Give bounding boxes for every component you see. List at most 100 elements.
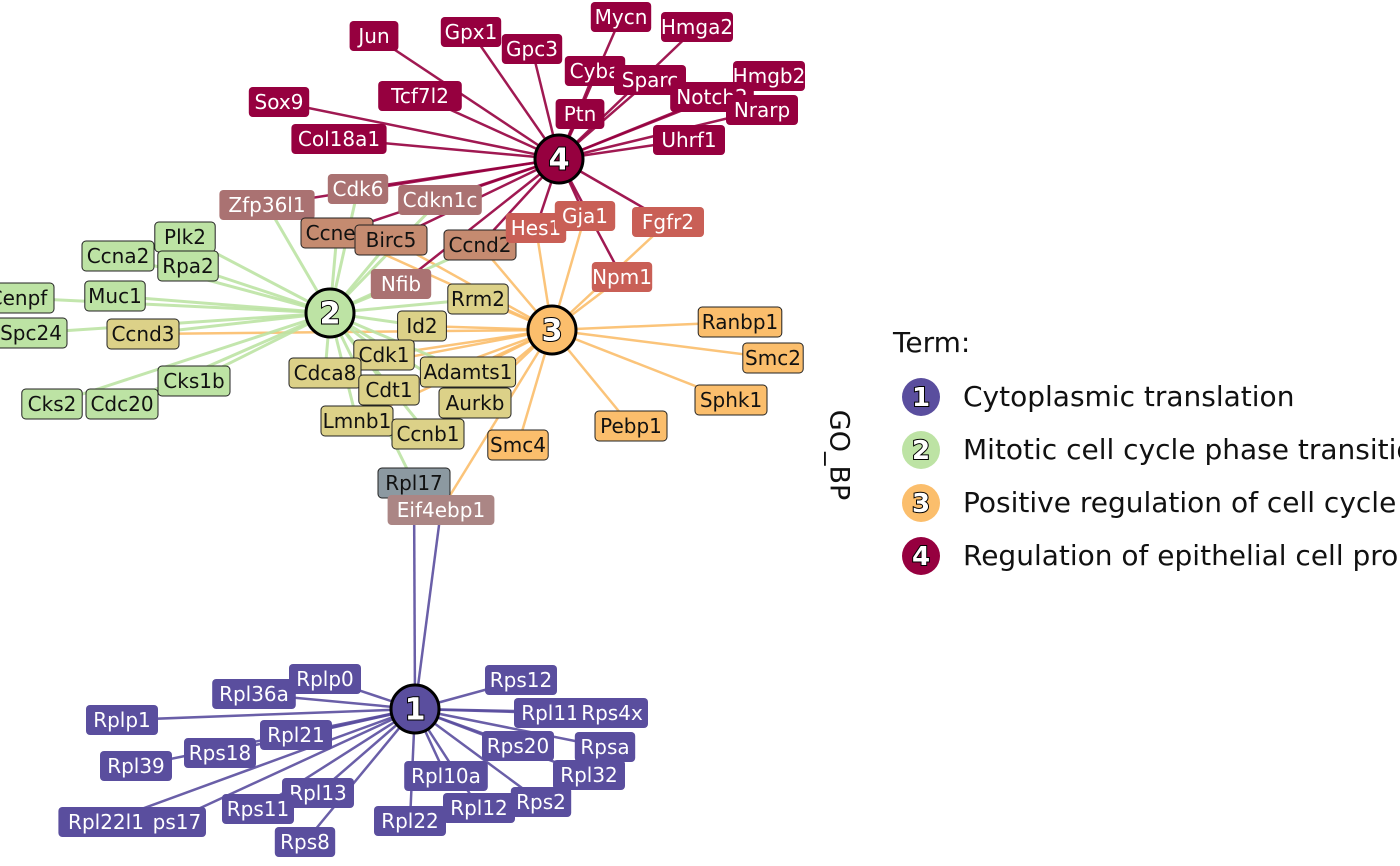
gene-label-box <box>219 190 315 220</box>
gene-label-box <box>86 705 158 735</box>
edge-eif4ebp1-term-1 <box>413 509 443 710</box>
gene-label: Aurkb <box>446 391 505 415</box>
gene-label-box <box>0 317 68 349</box>
gene-node: Gpx1 <box>440 17 502 47</box>
gene-label: Uhrf1 <box>661 128 716 152</box>
gene-label: Sox9 <box>255 90 304 114</box>
gene-node: Sparc <box>614 65 686 95</box>
gene-label-box <box>555 99 605 129</box>
gene-node: Plk2 <box>154 221 216 253</box>
gene-node: Rpl22l1 <box>58 807 154 837</box>
gene-node: Rpl13 <box>282 778 354 808</box>
legend-key <box>902 431 940 469</box>
term-hub-label: 2 <box>320 297 341 332</box>
legend-key <box>902 484 940 522</box>
gene-label: Birc5 <box>366 228 417 252</box>
gene-node: Npm1 <box>591 262 653 292</box>
gene-node: Rps12 <box>485 665 557 695</box>
gene-label-box <box>505 213 567 243</box>
gene-label-box <box>397 310 447 342</box>
gene-label-box <box>594 410 668 442</box>
gene-node: Rpl12 <box>443 793 515 823</box>
gene-label-box <box>274 827 336 857</box>
edge-rps2-term-1 <box>414 707 542 804</box>
edge-ccnd3-term-3 <box>142 328 553 336</box>
gene-node: Nrarp <box>726 95 798 125</box>
gene-label-box <box>726 95 798 125</box>
legend-key-number: 4 <box>912 542 930 572</box>
gene-label-box <box>289 664 361 694</box>
legend-key-number: 2 <box>912 436 930 466</box>
gene-label-box <box>447 283 509 315</box>
gene-node: Ccna2 <box>81 240 155 272</box>
gene-node: Rpl39 <box>100 751 172 781</box>
gene-label-box <box>742 342 804 374</box>
gene-label: Smc2 <box>745 346 801 370</box>
gene-label: Cdk1 <box>359 343 410 367</box>
gene-label: Sparc <box>622 68 678 92</box>
gene-label: Gpx1 <box>445 20 498 44</box>
gene-node: Muc1 <box>84 280 146 312</box>
term-hub-circle <box>304 287 356 339</box>
gene-label-box <box>81 240 155 272</box>
gene-node: Birc5 <box>354 224 428 256</box>
term-hub-label: 3 <box>542 314 563 349</box>
gene-node: Ranbp1 <box>697 306 783 338</box>
edge-rps8-term-1 <box>304 708 416 843</box>
legend-label: Regulation of epithelial cell proliferat… <box>963 539 1400 572</box>
gene-label: Gpc3 <box>506 37 558 61</box>
gene-label-box <box>84 280 146 312</box>
gene-label: Rpl10a <box>411 764 481 788</box>
gene-label: Cdc20 <box>90 392 153 416</box>
gene-node: Cyba <box>564 56 626 86</box>
gene-node: Eif4ebp1 <box>387 495 495 525</box>
gene-node: Sphk1 <box>694 384 768 416</box>
gene-node: Aurkb <box>438 387 512 419</box>
gene-label: Rps12 <box>490 668 552 692</box>
gene-node: Ptn <box>555 99 605 129</box>
gene-label: Rps2 <box>516 790 566 814</box>
gene-label: Cdca8 <box>294 361 357 385</box>
gene-node: Jun <box>349 21 399 51</box>
edge-cdkn1c-term-2 <box>328 198 442 315</box>
gene-label-box <box>514 698 586 728</box>
gene-label: Plk2 <box>164 225 206 249</box>
gene-label: Ccnb1 <box>396 422 459 446</box>
gene-label-box <box>487 429 549 461</box>
gene-node: Rps2 <box>510 787 572 817</box>
gene-label: Ccna2 <box>87 244 150 268</box>
edge-eif4ebp1-term-3 <box>439 329 554 511</box>
gene-label: Fgfr2 <box>642 210 694 234</box>
gene-label: Ccnd2 <box>448 233 511 257</box>
gene-node: Adamts1 <box>419 356 517 388</box>
gene-label: Cks2 <box>28 392 77 416</box>
gene-label-box <box>184 738 256 768</box>
gene-node: Gja1 <box>554 201 616 231</box>
gene-label-box <box>554 201 616 231</box>
edge-muc1-term-2 <box>114 294 331 315</box>
legend-key-number: 1 <box>912 383 930 413</box>
gene-node: Cdc20 <box>85 388 159 420</box>
gene-label-box <box>510 787 572 817</box>
gene-label-box <box>378 81 462 111</box>
edge-nfib-term-4 <box>400 158 560 285</box>
term-hub-4: 4 <box>533 133 585 185</box>
gene-label-box <box>58 807 154 837</box>
gene-label-box <box>212 679 296 709</box>
gene-label: Mycn <box>595 5 648 29</box>
gene-label: Rpl22l1 <box>68 810 144 834</box>
gene-node: Fgfr2 <box>632 207 704 237</box>
gene-node: Uhrf1 <box>653 125 725 155</box>
edge-spc24-term-2 <box>30 311 331 335</box>
gene-label-box <box>419 356 517 388</box>
gene-node: Spc24 <box>0 317 68 349</box>
gene-label-box <box>327 174 389 204</box>
edge-rplp1-term-1 <box>121 707 416 722</box>
gene-node: Zfp36l1 <box>219 190 315 220</box>
gene-label: Rps11 <box>227 797 289 821</box>
gene-label-box <box>248 87 310 117</box>
edge-sox9-term-4 <box>278 100 560 161</box>
gene-label-box <box>440 17 502 47</box>
gene-label-box <box>291 124 387 154</box>
